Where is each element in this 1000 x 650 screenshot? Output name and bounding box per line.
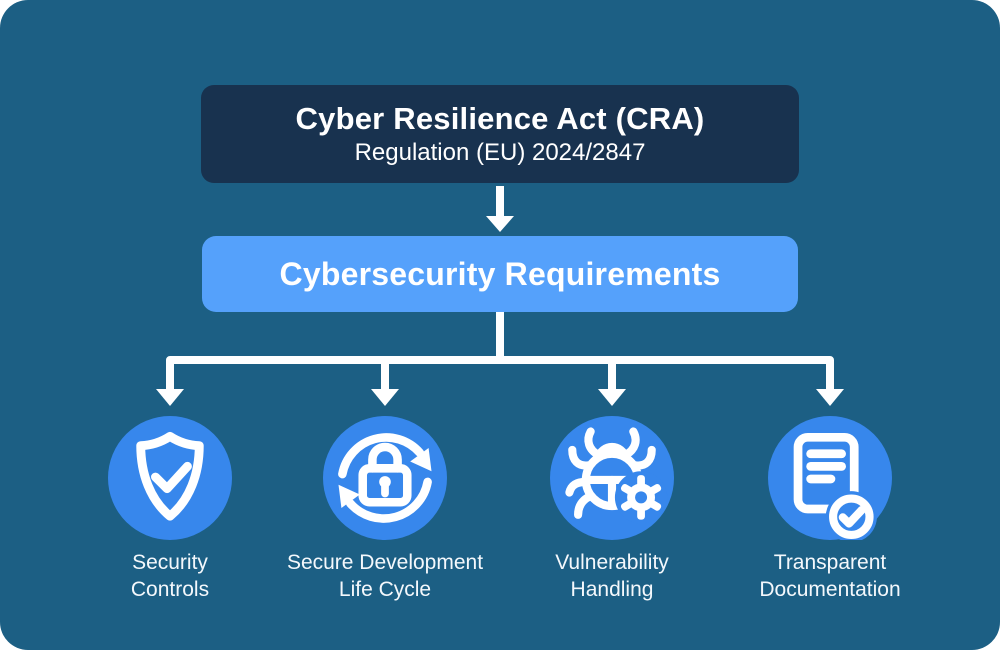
node-label-line1: Vulnerability xyxy=(555,551,669,574)
bug-gear-icon xyxy=(565,427,668,524)
node-transparent-documentation: Transparent Documentation xyxy=(710,416,950,603)
security-controls-circle xyxy=(108,416,232,540)
node-label-line2: Handling xyxy=(570,578,654,601)
secure-development-circle xyxy=(323,416,447,540)
branch-rail xyxy=(166,356,834,391)
arrowhead-4 xyxy=(816,389,844,406)
node-label: Secure Development Life Cycle xyxy=(287,549,483,603)
node-label: Security Controls xyxy=(131,549,209,603)
arrowhead-1 xyxy=(156,389,184,406)
arrowhead-3 xyxy=(598,389,626,406)
node-label: Vulnerability Handling xyxy=(555,549,669,603)
cra-root-box: Cyber Resilience Act (CRA) Regulation (E… xyxy=(201,85,799,183)
shield-check-icon xyxy=(136,431,204,521)
node-label-line1: Secure Development xyxy=(286,551,484,574)
node-label-line2: Documentation xyxy=(759,578,901,601)
requirements-title: Cybersecurity Requirements xyxy=(279,255,721,292)
vulnerability-handling-circle xyxy=(550,416,674,540)
cra-title: Cyber Resilience Act (CRA) xyxy=(295,101,705,136)
arrowhead-2 xyxy=(371,389,399,406)
node-vulnerability-handling: Vulnerability Handling xyxy=(492,416,732,603)
document-check-icon xyxy=(793,432,877,540)
node-label: Transparent Documentation xyxy=(759,549,900,603)
arrowhead-root xyxy=(486,216,514,232)
node-secure-development: Secure Development Life Cycle xyxy=(265,416,505,603)
node-label-line1: Transparent xyxy=(773,551,887,574)
requirements-box: Cybersecurity Requirements xyxy=(202,236,798,312)
node-label-line2: Controls xyxy=(130,578,210,601)
node-security-controls: Security Controls xyxy=(50,416,290,603)
transparent-documentation-circle xyxy=(768,416,892,540)
node-label-line1: Security xyxy=(132,551,208,574)
cra-subtitle: Regulation (EU) 2024/2847 xyxy=(354,139,646,166)
node-label-line2: Life Cycle xyxy=(338,578,432,601)
lock-lifecycle-icon xyxy=(338,433,432,523)
